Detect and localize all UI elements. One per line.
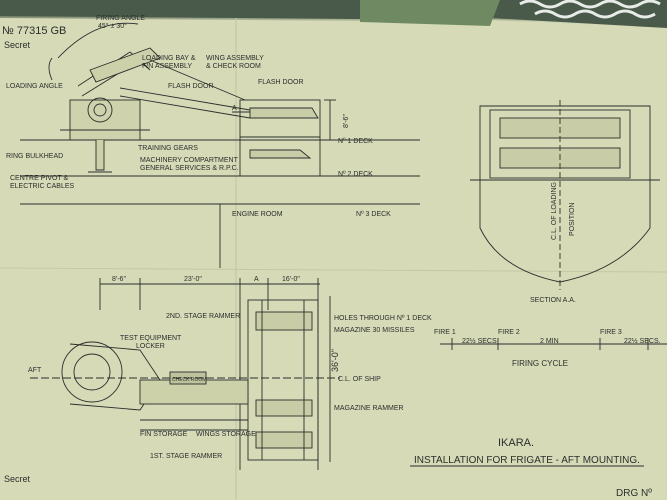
label-firing-cycle-title: FIRING CYCLE [512,359,568,368]
label-small-box: CHECK ROOM [172,377,206,383]
label-ring-bulkhead: RING BULKHEAD [6,153,63,160]
label-section-aa: SECTION A.A. [530,297,576,304]
label-flash-door-1: FLASH DOOR [168,83,214,90]
label-cl-loading-1: C.L. OF LOADING [551,182,558,240]
label-stage2-rammer: 2ND. STAGE RAMMER [166,313,240,320]
elevation-view [20,22,420,268]
label-loading-angle: LOADING ANGLE [6,83,63,90]
label-training-gears: TRAINING GEARS [138,145,198,152]
label-interval-3: 22½ SECS. [624,337,661,345]
label-cl-ship: C.L. OF SHIP [338,376,381,383]
label-plan-dim-3: 16'-0" [282,276,300,283]
security-label-bottom: Secret [4,474,31,484]
label-fin-assembly: F/N ASSEMBLY [142,63,192,70]
label-test-equipment: TEST EQUIPMENT [120,335,182,342]
drawing-number: № 77315 GB [2,25,66,37]
paper-shadow-top [0,0,667,28]
label-check-room: & CHECK ROOM [206,63,261,70]
label-fire-2: FIRE 2 [498,329,520,336]
label-fire-1: FIRE 1 [434,329,456,336]
label-locker: LOCKER [136,343,165,350]
label-fin-storage: FIN STORAGE [140,431,188,438]
label-engine-room: ENGINE ROOM [232,211,283,218]
label-marker-a: A [232,105,237,112]
label-machinery-2: GENERAL SERVICES & R.P.C. [140,165,239,172]
security-label-top: Secret [4,40,31,50]
label-firing-angle: FIRING ANGLE [96,15,145,22]
paper-sheet [0,18,667,500]
label-machinery-1: MACHINERY COMPARTMENT [140,157,239,164]
label-plan-dim-1: 8'-6" [112,276,126,283]
label-cl-loading-2: POSITION [569,203,576,236]
label-interval-1: 22½ SECS [462,337,497,345]
green-card [360,0,500,26]
label-plan-dim-a: A [254,276,259,283]
title-sub: INSTALLATION FOR FRIGATE - AFT MOUNTING. [414,455,640,466]
label-magazine-30: MAGAZINE 30 MISSILES [334,327,415,334]
label-loading-bay: LOADING BAY & [142,55,196,62]
label-firing-angle-range: 45° ± 30° [98,22,127,30]
label-wings-storage: WINGS STORAGE [196,431,256,438]
label-interval-2: 2 MIN [540,338,559,345]
drg-no: DRG Nº [616,488,652,499]
plan-view [30,278,340,470]
curtain-pattern [519,0,661,19]
label-deck-1: Nº 1 DECK [338,138,373,145]
label-deck-2: Nº 2 DECK [338,171,373,178]
label-height-dim: 8'-6" [343,114,350,128]
label-deck-3: Nº 3 DECK [356,211,391,218]
label-stage1-rammer: 1ST. STAGE RAMMER [150,453,222,460]
label-wing-assembly: WING ASSEMBLY [206,55,264,62]
title-main: IKARA. [498,437,534,449]
label-holes: HOLES THROUGH Nº 1 DECK [334,315,432,322]
label-centre-pivot-2: ELECTRIC CABLES [10,183,75,190]
label-plan-dim-2: 23'-0" [184,276,202,283]
label-fire-3: FIRE 3 [600,329,622,336]
label-magazine-rammer: MAGAZINE RAMMER [334,405,404,412]
firing-cycle-diagram [440,338,667,350]
fold-line-horizontal [0,267,667,273]
label-aft: AFT [28,367,42,374]
section-aa-view [470,100,660,290]
label-width-dim: 36'-0" [330,349,340,372]
label-flash-door-2: FLASH DOOR [258,79,304,86]
label-centre-pivot-1: CENTRE PIVOT & [10,175,69,182]
